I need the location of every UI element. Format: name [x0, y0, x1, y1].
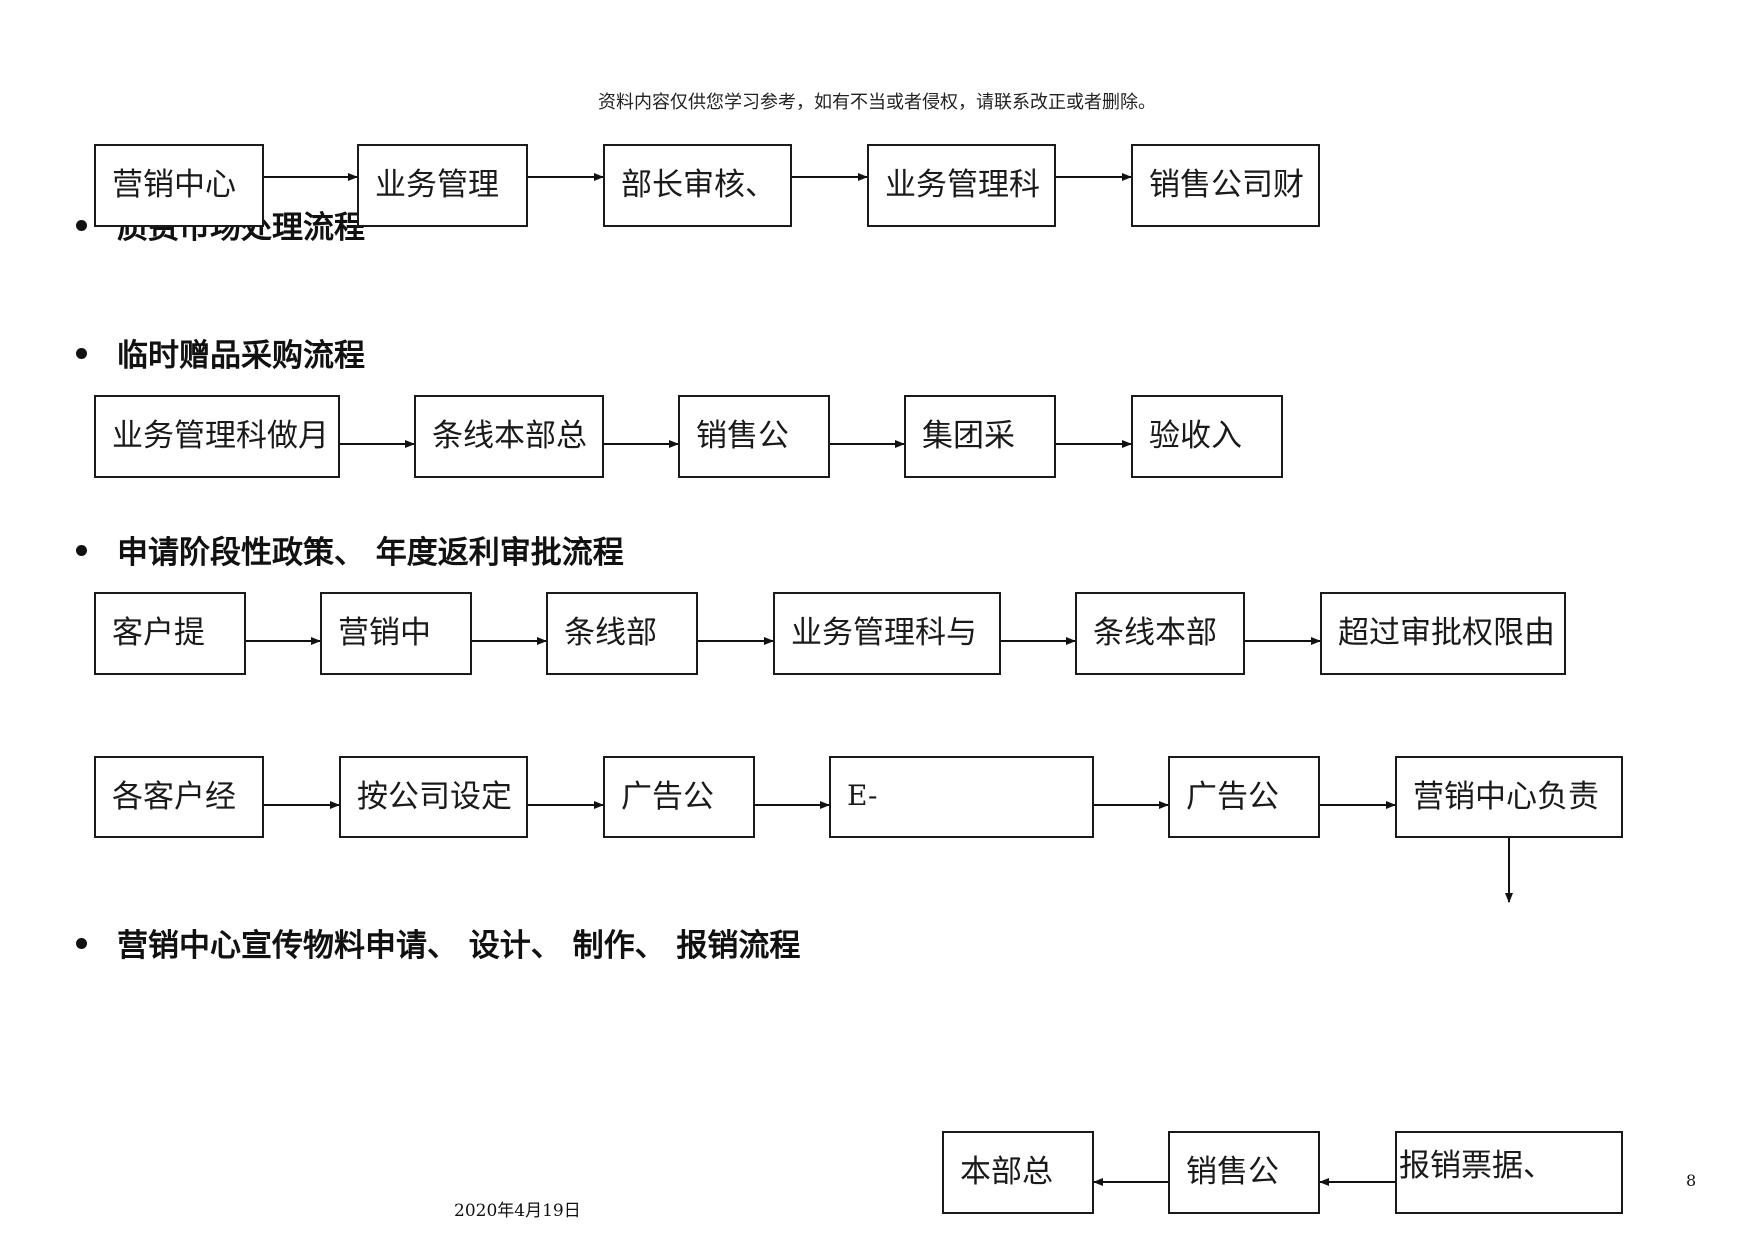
- flow1-step-4: 业务管理科: [867, 144, 1056, 227]
- section-2-heading: 临时赠品采购流程: [76, 330, 365, 375]
- section-4-heading: 营销中心宣传物料申请、 设计、 制作、 报销流程: [76, 920, 800, 965]
- flow3-step-1: 客户提: [94, 592, 246, 675]
- flow4-step-3: 广告公: [603, 756, 755, 838]
- flow4-step-6: 营销中心负责: [1395, 756, 1623, 838]
- flow1-step-3: 部长审核、: [603, 144, 792, 227]
- flow2-step-2: 条线本部总: [414, 395, 604, 478]
- flow3-step-4: 业务管理科与: [773, 592, 1001, 675]
- flow4-step-2: 按公司设定: [339, 756, 528, 838]
- flow2-step-4: 集团采: [904, 395, 1056, 478]
- flow3-step-3: 条线部: [546, 592, 698, 675]
- flow3-step-2: 营销中: [320, 592, 472, 675]
- flow5-step-3: 本部总: [942, 1131, 1094, 1214]
- footer-date: 2020年4月19日: [454, 1201, 581, 1221]
- section-3-title: 申请阶段性政策、 年度返利审批流程: [117, 535, 624, 571]
- disclaimer-header: 资料内容仅供您学习参考，如有不当或者侵权，请联系改正或者删除。: [598, 92, 1156, 113]
- flow1-step-5: 销售公司财: [1131, 144, 1320, 227]
- page-number: 8: [1686, 1171, 1697, 1190]
- flow3-step-6: 超过审批权限由: [1320, 592, 1566, 675]
- flow4-step-1: 各客户经: [94, 756, 264, 838]
- flow1-step-2: 业务管理: [357, 144, 528, 227]
- bullet-icon: [76, 938, 87, 949]
- flow5-step-1: 报销票据、: [1395, 1131, 1623, 1214]
- section-2-title: 临时赠品采购流程: [117, 338, 365, 374]
- bullet-icon: [76, 545, 87, 556]
- flow2-step-3: 销售公: [678, 395, 830, 478]
- flow2-step-5: 验收入: [1131, 395, 1283, 478]
- bullet-icon: [76, 220, 87, 231]
- section-4-title: 营销中心宣传物料申请、 设计、 制作、 报销流程: [117, 928, 801, 964]
- bullet-icon: [76, 348, 87, 359]
- flow4-step-5: 广告公: [1168, 756, 1320, 838]
- flow2-step-1: 业务管理科做月: [94, 395, 340, 478]
- flow4-step-4: E-: [829, 756, 1094, 838]
- flow5-step-2: 销售公: [1168, 1131, 1320, 1214]
- section-3-heading: 申请阶段性政策、 年度返利审批流程: [76, 527, 624, 572]
- flow1-step-1: 营销中心: [94, 144, 264, 227]
- flow3-step-5: 条线本部: [1075, 592, 1245, 675]
